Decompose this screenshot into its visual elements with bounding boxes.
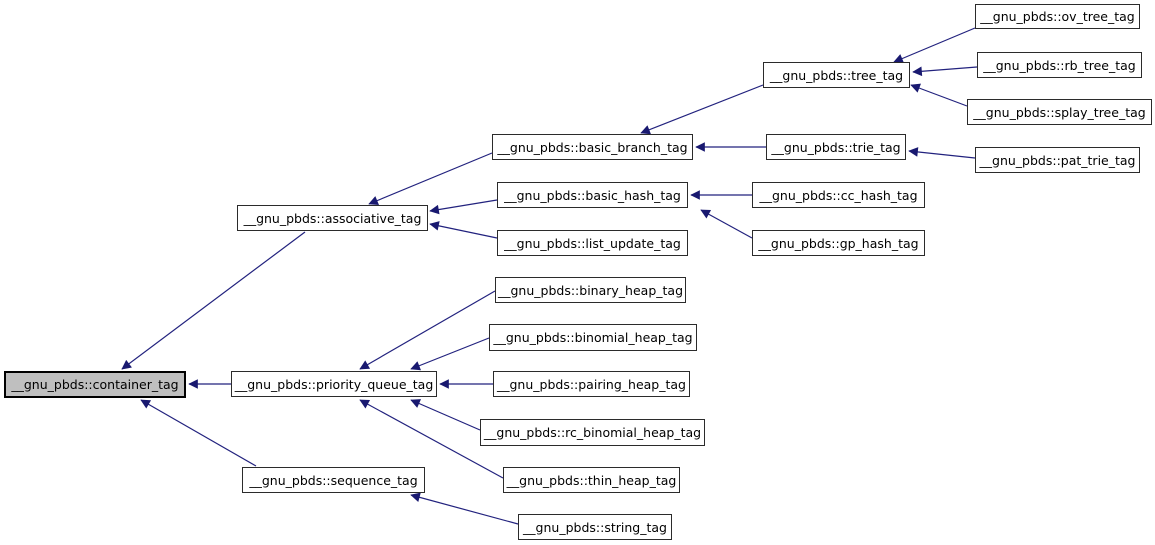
edge-rb_tree_tag-to-tree_tag: [912, 66, 978, 77]
node-container_tag[interactable]: __gnu_pbds::container_tag: [4, 371, 186, 398]
edge-basic_branch_tag-to-associative_tag: [368, 152, 493, 206]
edge-gp_hash_tag-to-basic_hash_tag: [700, 209, 753, 239]
edge-tree_tag-to-basic_branch_tag: [640, 84, 764, 135]
node-string_tag[interactable]: __gnu_pbds::string_tag: [518, 514, 672, 540]
edge-rc_binomial_heap_tag-to-priority_queue_tag: [410, 399, 481, 431]
node-gp_hash_tag[interactable]: __gnu_pbds::gp_hash_tag: [752, 230, 925, 256]
node-thin_heap_tag[interactable]: __gnu_pbds::thin_heap_tag: [503, 467, 680, 493]
node-trie_tag[interactable]: __gnu_pbds::trie_tag: [766, 134, 906, 160]
node-basic_hash_tag[interactable]: __gnu_pbds::basic_hash_tag: [497, 182, 688, 208]
node-binary_heap_tag[interactable]: __gnu_pbds::binary_heap_tag: [495, 277, 686, 303]
edge-sequence_tag-to-container_tag: [140, 399, 257, 467]
edge-string_tag-to-sequence_tag: [410, 492, 519, 525]
node-tree_tag[interactable]: __gnu_pbds::tree_tag: [763, 62, 910, 88]
node-pat_trie_tag[interactable]: __gnu_pbds::pat_trie_tag: [975, 147, 1140, 173]
node-associative_tag[interactable]: __gnu_pbds::associative_tag: [237, 205, 428, 231]
edge-thin_heap_tag-to-priority_queue_tag: [359, 399, 504, 479]
node-pairing_heap_tag[interactable]: __gnu_pbds::pairing_heap_tag: [493, 371, 690, 397]
node-list_update_tag[interactable]: __gnu_pbds::list_update_tag: [497, 230, 688, 256]
edge-associative_tag-to-container_tag: [121, 231, 306, 370]
node-binomial_heap_tag[interactable]: __gnu_pbds::binomial_heap_tag: [489, 324, 697, 351]
node-basic_branch_tag[interactable]: __gnu_pbds::basic_branch_tag: [492, 134, 693, 160]
node-ov_tree_tag[interactable]: __gnu_pbds::ov_tree_tag: [975, 4, 1140, 29]
node-rb_tree_tag[interactable]: __gnu_pbds::rb_tree_tag: [977, 52, 1142, 78]
node-sequence_tag[interactable]: __gnu_pbds::sequence_tag: [242, 467, 425, 493]
edge-list_update_tag-to-associative_tag: [429, 221, 498, 239]
node-rc_binomial_heap_tag[interactable]: __gnu_pbds::rc_binomial_heap_tag: [480, 419, 705, 446]
edge-splay_tree_tag-to-tree_tag: [910, 83, 968, 107]
node-splay_tree_tag[interactable]: __gnu_pbds::splay_tree_tag: [967, 99, 1152, 125]
edge-pat_trie_tag-to-trie_tag: [908, 147, 976, 159]
node-priority_queue_tag[interactable]: __gnu_pbds::priority_queue_tag: [231, 371, 437, 397]
edge-binary_heap_tag-to-priority_queue_tag: [359, 290, 496, 370]
edge-basic_hash_tag-to-associative_tag: [429, 199, 498, 215]
edge-binomial_heap_tag-to-priority_queue_tag: [410, 337, 490, 371]
edge-ov_tree_tag-to-tree_tag: [893, 27, 976, 64]
node-cc_hash_tag[interactable]: __gnu_pbds::cc_hash_tag: [752, 182, 925, 208]
